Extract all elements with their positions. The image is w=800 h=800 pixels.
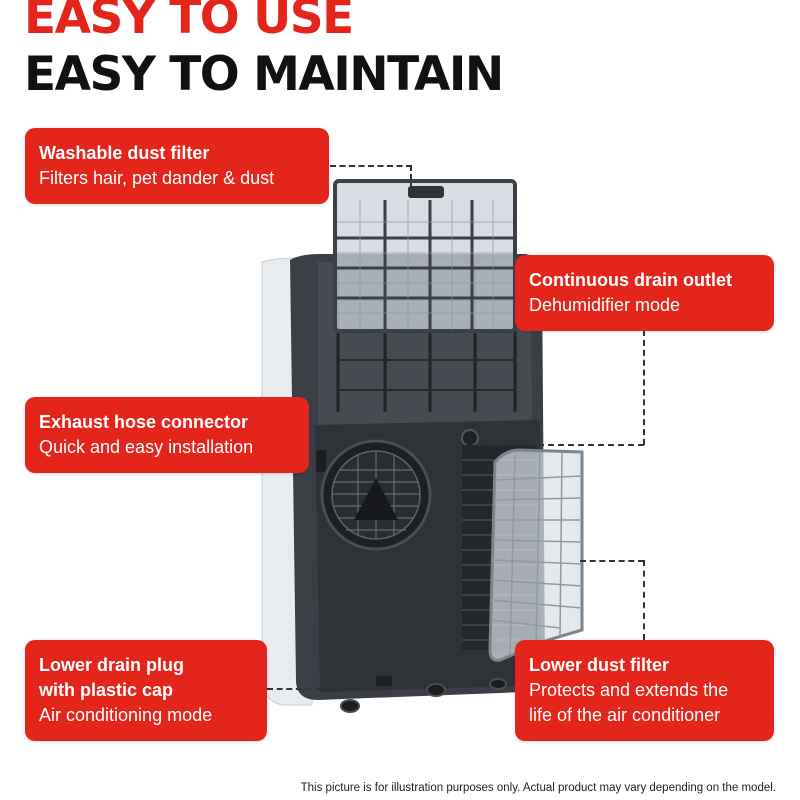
callout-lower-dust-filter: Lower dust filter Protects and extends t…	[515, 640, 774, 741]
leader-line-washable-filter-drop	[410, 165, 412, 189]
headline-line-2: EASY TO MAINTAIN	[24, 47, 504, 102]
callout-title: Washable dust filter	[39, 143, 210, 163]
callout-title: Continuous drain outlet	[529, 270, 732, 290]
upper-filter-graphic	[333, 179, 517, 333]
callout-description-line-2: life of the air conditioner	[529, 705, 721, 725]
leader-line-drain-plug	[267, 688, 379, 690]
callout-title-line-1: Lower drain plug	[39, 655, 185, 675]
callout-lower-drain-plug: Lower drain plug with plastic cap Air co…	[25, 640, 267, 741]
leader-line-drain-outlet	[643, 330, 645, 445]
callout-description: Air conditioning mode	[39, 705, 213, 725]
callout-exhaust-hose-connector: Exhaust hose connector Quick and easy in…	[25, 397, 309, 473]
leader-line-washable-filter	[330, 165, 412, 167]
callout-description-line-1: Protects and extends the	[529, 680, 729, 700]
leader-line-lower-filter-h	[580, 560, 644, 562]
disclaimer-text: This picture is for illustration purpose…	[300, 782, 776, 794]
leader-line-lower-filter	[643, 560, 645, 640]
callout-washable-dust-filter: Washable dust filter Filters hair, pet d…	[25, 128, 329, 204]
callout-description: Filters hair, pet dander & dust	[39, 168, 275, 188]
callout-title: Lower dust filter	[529, 655, 670, 675]
lower-filter-graphic	[488, 448, 584, 662]
callout-continuous-drain-outlet: Continuous drain outlet Dehumidifier mod…	[515, 255, 774, 331]
callout-title-line-2: with plastic cap	[39, 680, 174, 700]
headline-line-1: EASY TO USE	[24, 0, 354, 45]
callout-title: Exhaust hose connector	[39, 412, 249, 432]
leader-line-drain-outlet-h	[478, 444, 644, 446]
callout-description: Quick and easy installation	[39, 437, 254, 457]
callout-description: Dehumidifier mode	[529, 295, 681, 315]
exhaust-connector-graphic	[320, 439, 432, 551]
